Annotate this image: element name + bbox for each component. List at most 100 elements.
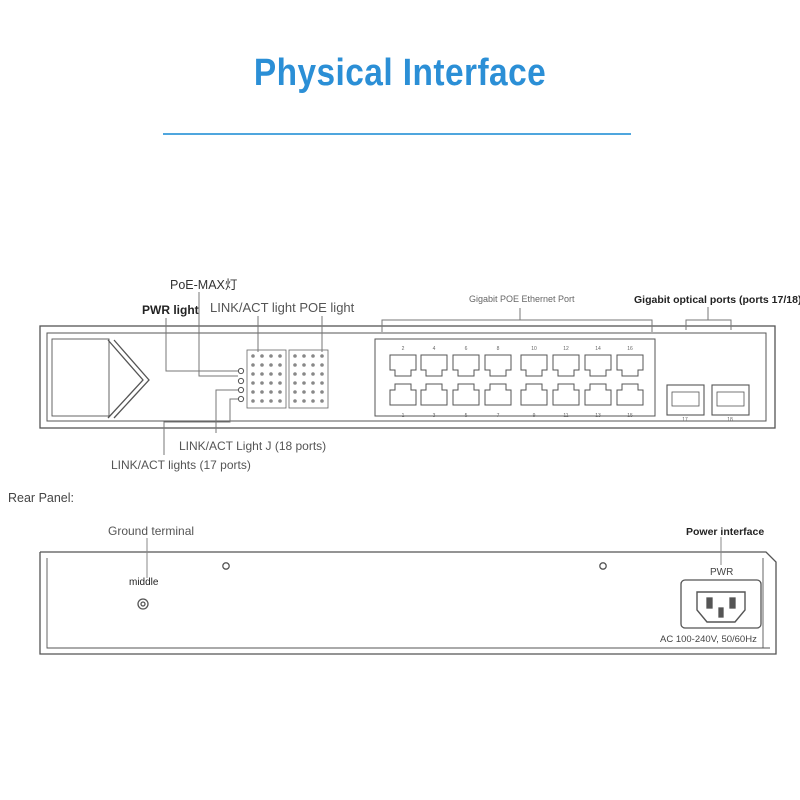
rj45-port-10 <box>520 354 548 377</box>
link-act-17-label: LINK/ACT lights (17 ports) <box>111 458 251 472</box>
led-dot <box>260 363 264 367</box>
port-number-1: 1 <box>402 413 405 419</box>
middle-label: middle <box>129 577 159 588</box>
sfp-ports <box>666 384 750 416</box>
sfp-number-18: 18 <box>727 417 733 423</box>
led-dot <box>251 399 255 403</box>
sfp-cage-17 <box>671 391 700 407</box>
led-dot <box>269 399 273 403</box>
led-dot <box>311 354 315 358</box>
sfp-bracket <box>685 319 732 330</box>
linkact-j-leader <box>215 389 238 433</box>
port-number-16: 16 <box>627 346 633 352</box>
led-dot <box>269 372 273 376</box>
port-number-13: 13 <box>595 413 601 419</box>
gigabit-poe-port-label: Gigabit POE Ethernet Port <box>469 294 575 304</box>
rear-screw-left <box>222 562 230 570</box>
led-dot <box>260 381 264 385</box>
sfp-port-18 <box>711 384 750 416</box>
rj45-port-11 <box>552 383 580 406</box>
port-number-5: 5 <box>465 413 468 419</box>
front-panel-outer <box>39 325 776 429</box>
led-dot <box>320 363 324 367</box>
rj45-port-14 <box>584 354 612 377</box>
port-number-3: 3 <box>433 413 436 419</box>
led-dot <box>302 354 306 358</box>
rj45-port-6 <box>452 354 480 377</box>
led-dot <box>311 399 315 403</box>
led-dot <box>302 390 306 394</box>
rj45-port-8 <box>484 354 512 377</box>
rj45-port-7 <box>484 383 512 406</box>
port-number-11: 11 <box>563 413 568 419</box>
sfp-number-17: 17 <box>682 417 688 423</box>
power-socket-frame <box>680 579 762 629</box>
led-dot <box>293 381 297 385</box>
led-dot <box>278 399 282 403</box>
status-leds <box>237 367 245 403</box>
rj45-port-1 <box>389 383 417 406</box>
led-dot <box>251 390 255 394</box>
led-dot <box>311 381 315 385</box>
led-dot <box>251 381 255 385</box>
rear-leader-lines <box>146 537 722 578</box>
led-dot <box>251 354 255 358</box>
led-dot <box>278 363 282 367</box>
ground-terminal-label: Ground terminal <box>108 524 194 538</box>
link-led <box>237 377 245 385</box>
led-dot <box>320 354 324 358</box>
rj45-port-2 <box>389 354 417 377</box>
front-panel-inner <box>46 332 767 422</box>
ground-terminal <box>137 598 149 610</box>
rear-panel-label: Rear Panel: <box>8 491 74 505</box>
rj45-ports <box>389 354 644 406</box>
power-pin-earth <box>718 607 724 618</box>
led-dot <box>293 390 297 394</box>
led-dot <box>293 372 297 376</box>
pwr-light-label: PWR light <box>142 303 199 317</box>
led-dot <box>278 372 282 376</box>
led-block-right <box>288 349 329 409</box>
led-dot <box>293 363 297 367</box>
led-dot <box>260 390 264 394</box>
rear-screw-right <box>599 562 607 570</box>
led-dot <box>278 390 282 394</box>
front-left-face <box>51 338 110 417</box>
power-pin-left <box>706 597 713 609</box>
pwr-leader <box>165 318 238 372</box>
rear-panel <box>39 551 777 655</box>
led-dot <box>320 381 324 385</box>
title-underline <box>163 133 631 135</box>
power-socket-body <box>696 591 746 623</box>
rj45-port-3 <box>420 383 448 406</box>
led-leader-lines <box>163 292 323 455</box>
rear-panel-inner <box>46 558 770 649</box>
led-dot <box>293 399 297 403</box>
port-number-4: 4 <box>433 346 436 352</box>
gigabit-optical-label: Gigabit optical ports (ports 17/18) <box>634 294 800 306</box>
port-number-9: 9 <box>533 413 536 419</box>
rj45-port-15 <box>616 383 644 406</box>
port-number-8: 8 <box>497 346 500 352</box>
rj45-port-13 <box>584 383 612 406</box>
page-title: Physical Interface <box>253 52 547 94</box>
ac-rating-label: AC 100-240V, 50/60Hz <box>660 634 757 645</box>
ground-terminal-center <box>140 601 146 607</box>
pwr-led <box>237 367 245 375</box>
port-number-15: 15 <box>627 413 633 419</box>
led-dot <box>278 381 282 385</box>
led-dot <box>320 372 324 376</box>
led-dot <box>269 354 273 358</box>
sfp-port-17 <box>666 384 705 416</box>
led-dot <box>269 390 273 394</box>
rj45-port-12 <box>552 354 580 377</box>
led-dot <box>302 372 306 376</box>
led-dot <box>260 399 264 403</box>
linkact-led <box>237 395 245 403</box>
led-grid <box>246 349 329 409</box>
rj45-port-9 <box>520 383 548 406</box>
led-dot <box>260 372 264 376</box>
led-dot <box>311 372 315 376</box>
